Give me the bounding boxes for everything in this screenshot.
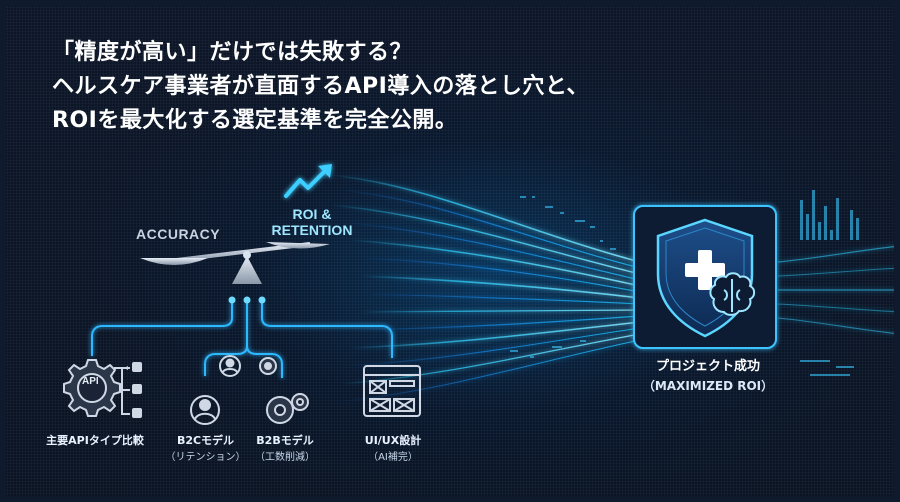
headline-line-2: ヘルスケア事業者が直面するAPI導入の落とし穴と、 — [52, 74, 589, 99]
b2c-user-icons — [190, 355, 241, 425]
headline-line-1: 「精度が高い」だけでは失敗する？ — [52, 40, 413, 65]
criteria-uiux-sub: （AI補完） — [368, 452, 418, 463]
b2b-gears-icon — [259, 357, 309, 424]
data-stream-lines — [329, 174, 900, 403]
data-particles — [510, 190, 859, 376]
growth-arrow-icon — [284, 164, 332, 198]
outcome-caption: プロジェクト成功 （MAXIMIZED ROI） — [618, 357, 798, 395]
scale-right-label: ROI & RETENTION — [262, 206, 362, 238]
outcome-sub: （MAXIMIZED ROI） — [642, 379, 774, 393]
criteria-uiux-label: UI/UX設計 — [364, 434, 422, 447]
connector-dots — [228, 296, 266, 304]
criteria-api-types: 主要APIタイプ比較 — [40, 432, 150, 448]
criteria-b2b-sub: （工数削減） — [255, 452, 315, 463]
criteria-b2c-sub: （リテンション） — [165, 452, 246, 463]
criteria-uiux: UI/UX設計 （AI補完） — [348, 432, 438, 463]
api-gear-icon — [63, 359, 142, 418]
criteria-api-types-label: 主要APIタイプ比較 — [46, 434, 144, 447]
connector-lines — [91, 300, 393, 378]
api-badge: API — [82, 376, 99, 387]
outcome-label: プロジェクト成功 — [655, 359, 760, 374]
ui-wireframe-icon — [363, 365, 421, 417]
criteria-b2c: B2Cモデル （リテンション） — [158, 432, 253, 463]
headline-line-3: ROIを最大化する選定基準を完全公開。 — [52, 108, 458, 133]
scale-right-label-line-2: RETENTION — [271, 222, 353, 238]
scale-left-label: ACCURACY — [136, 226, 221, 242]
criteria-b2b: B2Bモデル （工数削減） — [240, 432, 330, 463]
scale-right-label-line-1: ROI & — [292, 206, 332, 222]
outcome-panel — [625, 196, 785, 356]
criteria-b2c-label: B2Cモデル — [176, 434, 235, 447]
criteria-b2b-label: B2Bモデル — [256, 434, 314, 447]
brain-icon — [709, 272, 756, 316]
headline: 「精度が高い」だけでは失敗する？ ヘルスケア事業者が直面するAPI導入の落とし穴… — [52, 36, 692, 138]
balance-scale — [140, 242, 330, 284]
